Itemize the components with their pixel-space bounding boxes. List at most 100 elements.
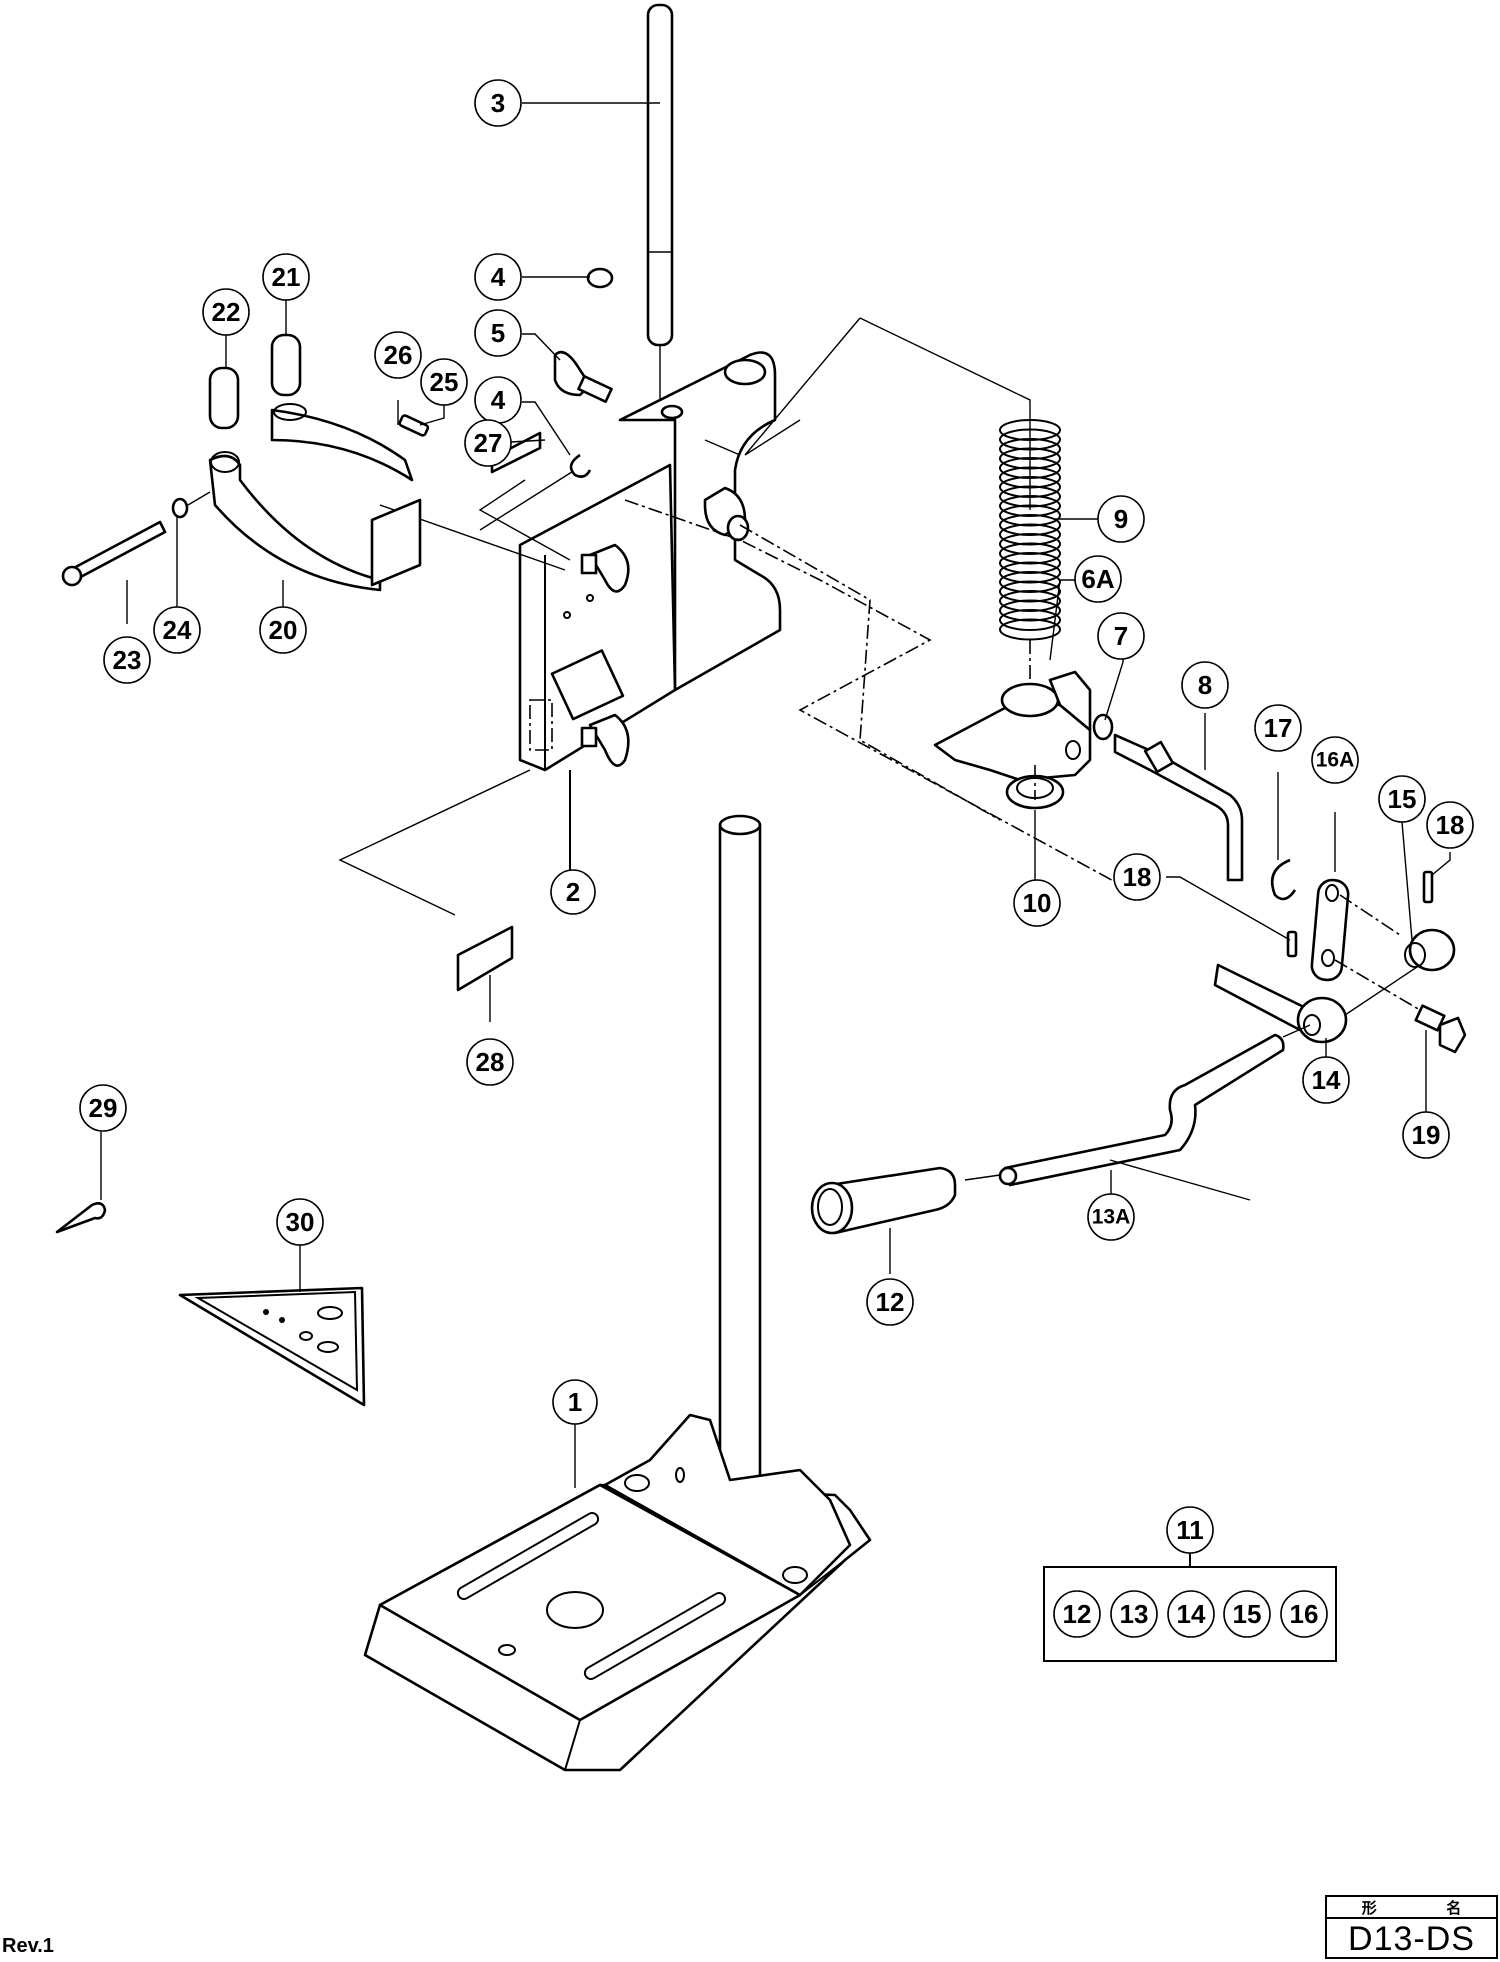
model-header: 形 名 <box>1327 1897 1496 1919</box>
svg-text:24: 24 <box>163 615 192 645</box>
callout-1[interactable]: 1 <box>552 1379 598 1425</box>
part-9-spring <box>999 419 1061 641</box>
part-23-bolt <box>61 520 167 587</box>
callout-17[interactable]: 17 <box>1254 704 1302 752</box>
svg-text:4: 4 <box>491 385 506 415</box>
callout-27[interactable]: 27 <box>464 419 512 467</box>
svg-text:16A: 16A <box>1316 749 1355 772</box>
spring-coil <box>999 609 1061 631</box>
callout-2[interactable]: 2 <box>550 869 596 915</box>
part-24-washer <box>171 497 189 519</box>
callout-16A[interactable]: 16A <box>1311 736 1359 784</box>
svg-text:17: 17 <box>1264 713 1293 743</box>
wing-bolt-lower <box>580 713 630 767</box>
svg-text:26: 26 <box>384 340 413 370</box>
svg-text:14: 14 <box>1177 1599 1206 1629</box>
callout-12[interactable]: 12 <box>866 1278 914 1326</box>
assembly-item-15[interactable]: 15 <box>1223 1590 1271 1638</box>
callout-4-upper[interactable]: 4 <box>474 253 522 301</box>
assembly-item-12[interactable]: 12 <box>1053 1590 1101 1638</box>
part-14-shaft <box>1213 963 1348 1044</box>
part-26-screw <box>398 414 430 437</box>
callout-5[interactable]: 5 <box>474 309 522 357</box>
wing-bolt-upper <box>580 543 630 593</box>
part-6A-collar <box>933 670 1092 782</box>
callout-10[interactable]: 10 <box>1013 879 1061 927</box>
svg-text:18: 18 <box>1123 862 1152 892</box>
part-28-plate <box>456 925 514 992</box>
part-15-collar <box>1404 928 1456 972</box>
callout-19[interactable]: 19 <box>1402 1111 1450 1159</box>
model-header-char-2: 名 <box>1446 1898 1462 1917</box>
assembly-item-16[interactable]: 16 <box>1280 1590 1328 1638</box>
svg-text:15: 15 <box>1233 1599 1262 1629</box>
assembly-item-14[interactable]: 14 <box>1167 1590 1215 1638</box>
callout-18-left[interactable]: 18 <box>1113 853 1161 901</box>
part-5-wing-bolt <box>553 350 613 403</box>
callout-20[interactable]: 20 <box>259 606 307 654</box>
callout-6A[interactable]: 6A <box>1074 555 1122 603</box>
callout-22[interactable]: 22 <box>202 288 250 336</box>
callout-9[interactable]: 9 <box>1097 495 1145 543</box>
svg-text:12: 12 <box>1063 1599 1092 1629</box>
svg-text:11: 11 <box>1176 1515 1204 1545</box>
callout-15[interactable]: 15 <box>1378 775 1426 823</box>
svg-text:5: 5 <box>491 318 505 348</box>
svg-text:10: 10 <box>1023 888 1052 918</box>
part-18-pin-right <box>1422 870 1434 904</box>
part-30-angle-gauge <box>178 1286 366 1407</box>
svg-text:21: 21 <box>272 262 301 292</box>
revision-label: Rev.1 <box>2 1935 54 1957</box>
svg-text:7: 7 <box>1114 621 1128 651</box>
svg-text:12: 12 <box>876 1287 905 1317</box>
part-4-ring-lower <box>569 453 592 478</box>
svg-text:6A: 6A <box>1081 564 1114 594</box>
callout-4-lower[interactable]: 4 <box>474 376 522 424</box>
part-2-bracket-body <box>518 351 782 870</box>
model-name: D13-DS <box>1348 1919 1475 1958</box>
svg-text:16: 16 <box>1290 1599 1319 1629</box>
svg-text:30: 30 <box>286 1207 315 1237</box>
part-7-washer <box>1092 713 1114 741</box>
callout-30[interactable]: 30 <box>276 1198 324 1246</box>
svg-text:29: 29 <box>89 1093 118 1123</box>
svg-text:1: 1 <box>568 1387 582 1417</box>
callout-26[interactable]: 26 <box>374 331 422 379</box>
part-8-lock-lever <box>1113 733 1244 882</box>
callout-13A[interactable]: 13A <box>1087 1193 1135 1241</box>
part-21-sleeve <box>270 333 302 397</box>
callout-3[interactable]: 3 <box>474 79 522 127</box>
svg-text:8: 8 <box>1198 670 1212 700</box>
part-17-ring <box>1270 858 1297 901</box>
spring-coil <box>999 618 1061 641</box>
part-29-screw <box>55 1202 107 1234</box>
callout-11[interactable]: 11 <box>1166 1506 1214 1554</box>
svg-text:18: 18 <box>1436 810 1465 840</box>
model-header-char-1: 形 <box>1361 1898 1377 1917</box>
svg-text:13A: 13A <box>1092 1206 1131 1229</box>
svg-text:28: 28 <box>476 1047 505 1077</box>
callout-7[interactable]: 7 <box>1097 612 1145 660</box>
assembly-item-13[interactable]: 13 <box>1110 1590 1158 1638</box>
part-4-ring-upper <box>586 267 614 289</box>
svg-text:14: 14 <box>1312 1065 1341 1095</box>
svg-text:9: 9 <box>1114 504 1128 534</box>
callout-25[interactable]: 25 <box>420 358 468 406</box>
callout-24[interactable]: 24 <box>153 606 201 654</box>
callout-8[interactable]: 8 <box>1181 661 1229 709</box>
callout-28[interactable]: 28 <box>466 1038 514 1086</box>
callout-14[interactable]: 14 <box>1302 1056 1350 1104</box>
svg-text:20: 20 <box>269 615 298 645</box>
callout-21[interactable]: 21 <box>262 253 310 301</box>
svg-text:4: 4 <box>491 262 506 292</box>
svg-text:15: 15 <box>1388 784 1417 814</box>
svg-text:2: 2 <box>566 877 580 907</box>
part-20-band <box>208 403 422 592</box>
svg-text:3: 3 <box>491 88 505 118</box>
callout-23[interactable]: 23 <box>103 636 151 684</box>
part-19-bolt <box>1414 1004 1467 1054</box>
callout-18-right[interactable]: 18 <box>1426 801 1474 849</box>
part-1-base <box>363 814 872 1772</box>
callout-29[interactable]: 29 <box>79 1084 127 1132</box>
